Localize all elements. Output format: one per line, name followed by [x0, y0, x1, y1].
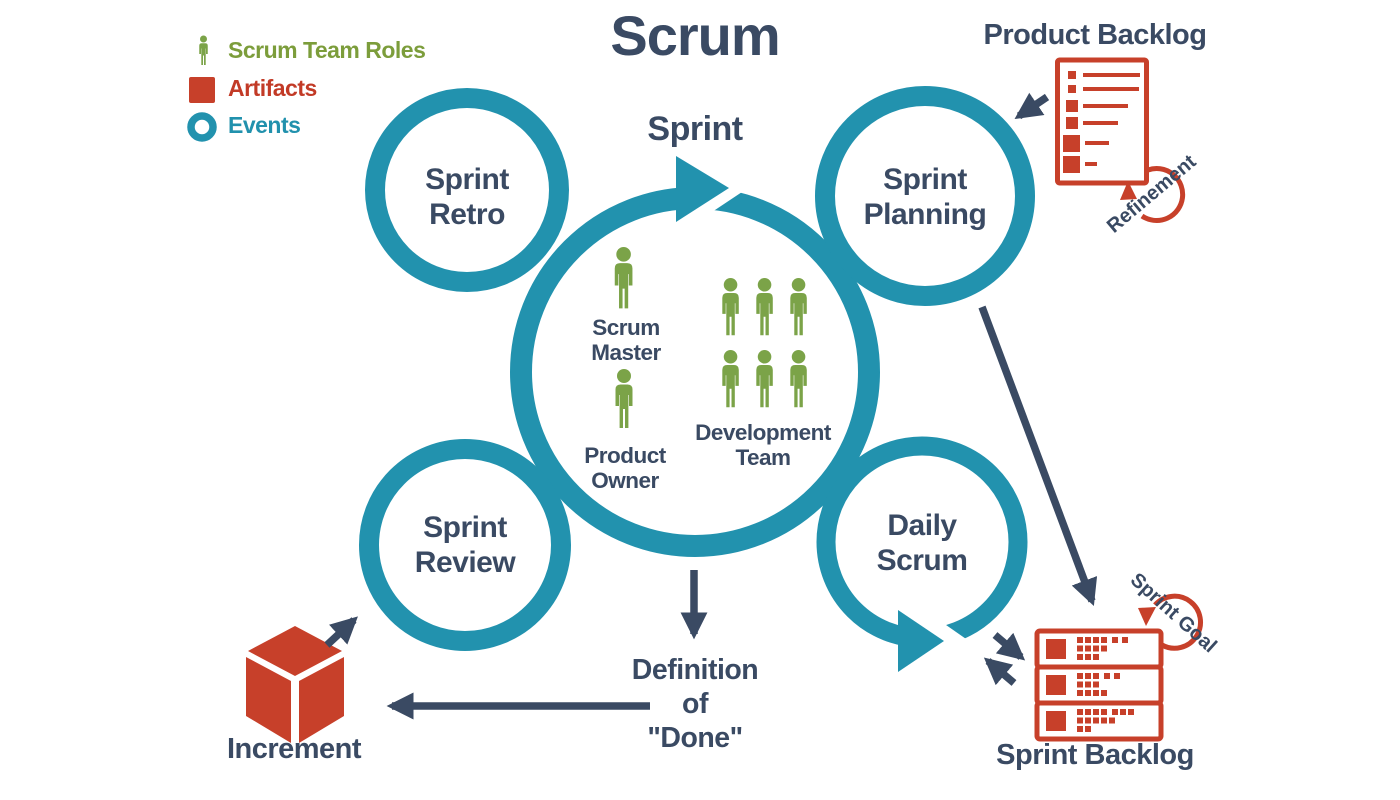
scrum-master-label: Scrum Master	[591, 315, 661, 366]
legend-label-artifacts: Artifacts	[228, 75, 317, 101]
product-backlog-label: Product Backlog	[983, 19, 1207, 51]
sprint-review-label: Sprint Review	[414, 511, 516, 579]
product-owner-person-icon	[615, 369, 633, 428]
arrow-backlog-to-planning-icon	[1014, 92, 1050, 120]
legend-label-events: Events	[228, 112, 301, 138]
sprint-planning-label: Sprint Planning	[863, 163, 987, 231]
increment-cube-icon	[246, 626, 344, 743]
daily-scrum-label: Daily Scrum	[876, 509, 968, 577]
sprint-backlog-label: Sprint Backlog	[996, 739, 1194, 771]
arrow-increment-to-review-icon	[324, 616, 358, 648]
increment-label: Increment	[226, 733, 362, 765]
legend-label-scrum-team-roles: Scrum Team Roles	[228, 37, 426, 63]
arrow-planning-to-sprint-backlog-icon	[978, 305, 1098, 607]
sprint-planning-circle	[815, 86, 1035, 306]
sprint-retro-label: Sprint Retro	[425, 163, 509, 231]
product-owner-label: Product Owner	[584, 443, 666, 494]
legend-artifact-square-icon	[189, 77, 215, 103]
sprint-goal-loop-icon	[1138, 593, 1203, 651]
sprint-review-circle	[359, 439, 571, 651]
definition-of-done-label: Definition of "Done"	[631, 654, 759, 755]
page-title: Scrum	[610, 4, 780, 67]
sprint-cycle-arrowhead-icon	[676, 156, 729, 222]
daily-scrum-arrowhead-icon	[898, 610, 944, 672]
scrum-master-person-icon	[614, 247, 633, 309]
development-team-people-icon	[722, 277, 807, 408]
product-backlog-document-icon	[1055, 57, 1149, 186]
sprint-label: Sprint	[647, 110, 743, 148]
sprint-cycle-ring-icon	[510, 187, 880, 557]
legend-event-ring-icon	[187, 112, 217, 142]
arrow-sprint-backlog-to-daily-icon	[983, 657, 1017, 686]
sprint-backlog-stack-icon	[1034, 628, 1164, 742]
development-team-label: Development Team	[695, 420, 831, 471]
legend-person-icon	[199, 35, 208, 65]
sprint-retro-circle	[365, 88, 569, 292]
arrow-daily-to-sprint-backlog-icon	[992, 632, 1026, 661]
refinement-loop-icon	[1120, 166, 1186, 223]
